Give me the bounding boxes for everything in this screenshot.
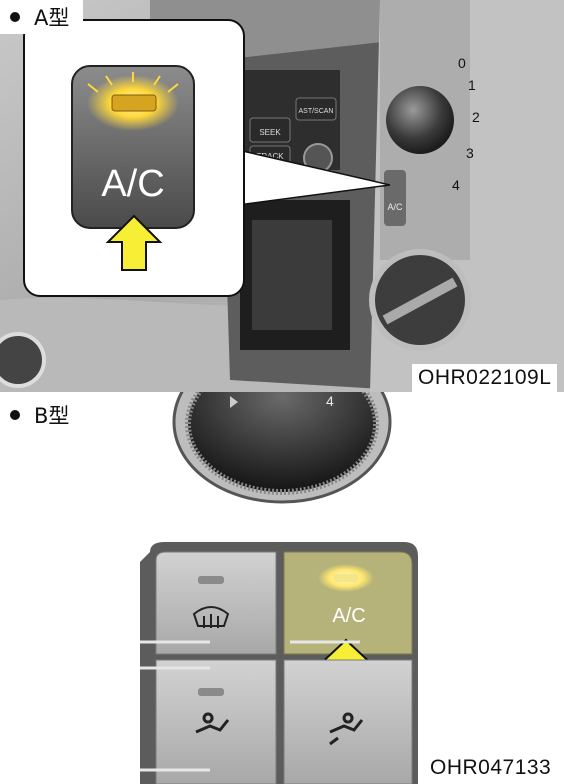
airflow-face-icon xyxy=(195,712,230,734)
arrow-up-icon xyxy=(105,214,163,271)
image-code-a: OHR022109L xyxy=(412,364,558,392)
vent-face-indicator xyxy=(198,688,224,696)
ac-button-label: A/C xyxy=(101,163,164,205)
bullet-icon xyxy=(10,410,20,420)
dial-number-0: 0 xyxy=(458,55,466,71)
defrost-indicator xyxy=(198,576,224,584)
seek-label: SEEK xyxy=(259,128,281,137)
control-panel-photo-b: 4 A/C xyxy=(0,392,564,784)
fan-knob[interactable] xyxy=(185,392,379,495)
fan-dial[interactable] xyxy=(386,86,454,154)
section-b-title: B型 xyxy=(34,404,70,428)
ac-indicator xyxy=(334,574,358,582)
airflow-floor-icon xyxy=(329,712,364,746)
vent-face-button[interactable] xyxy=(155,659,277,784)
section-a-photo: AST/SCAN SEEK TRACK A/C 0 1 2 3 4 xyxy=(0,0,564,392)
dial-number-4: 4 xyxy=(452,177,460,193)
dial-number-1: 1 xyxy=(468,77,476,93)
dashboard-photo-a: AST/SCAN SEEK TRACK A/C 0 1 2 3 4 xyxy=(0,0,564,392)
indicator-light xyxy=(111,94,157,112)
knob-number: 4 xyxy=(326,393,334,409)
image-code-b: OHR047133 xyxy=(424,754,558,782)
dial-number-3: 3 xyxy=(466,145,474,161)
ast-scan-label: AST/SCAN xyxy=(298,108,333,115)
dial-number-2: 2 xyxy=(472,109,480,125)
section-a-label: A型 xyxy=(0,0,84,34)
fan-icon xyxy=(230,396,238,408)
ac-button-label-b: A/C xyxy=(332,605,365,627)
bullet-icon xyxy=(10,12,20,22)
ac-button[interactable] xyxy=(283,551,413,655)
section-b-label: B型 xyxy=(0,398,84,432)
defrost-icon xyxy=(192,606,230,628)
ac-small-label: A/C xyxy=(387,202,403,212)
track-label: TRACK xyxy=(256,152,284,161)
section-a-title: A型 xyxy=(34,6,70,30)
defrost-button[interactable] xyxy=(155,551,277,655)
section-b-photo: 4 A/C xyxy=(0,392,564,784)
